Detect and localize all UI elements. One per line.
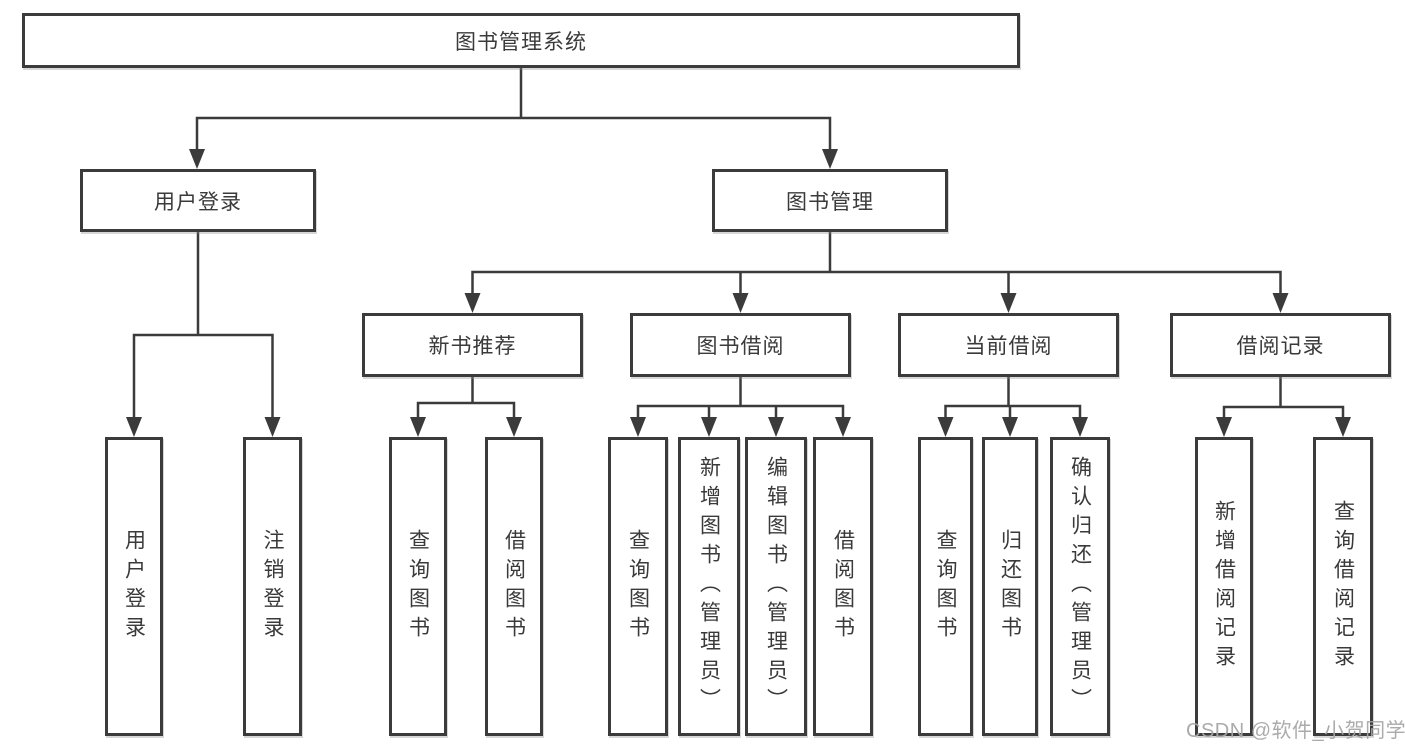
leaf-logout: 注销登录 — [243, 437, 302, 736]
arrowhead-icon — [1335, 417, 1351, 437]
leaf-query-books-3: 查询图书 — [918, 437, 973, 736]
node-label: 图书管理系统 — [455, 30, 587, 54]
arrowhead-icon — [1002, 417, 1018, 437]
arrowhead-icon — [937, 417, 954, 437]
leaf-borrow-books-2: 借阅图书 — [813, 437, 873, 736]
leaf-borrow-books-1: 借阅图书 — [485, 437, 543, 736]
arrowhead-icon — [126, 417, 142, 437]
leaf-label: 新增图书（管理员） — [697, 456, 721, 717]
connector-new-book-recommend-to-leaves — [410, 375, 522, 437]
node-new-book-recommend: 新书推荐 — [362, 313, 583, 377]
connector-current-borrow-to-leaves — [937, 375, 1088, 437]
connector-borrow-records-to-leaves — [1216, 375, 1351, 437]
node-borrow-records: 借阅记录 — [1170, 313, 1391, 377]
arrowhead-icon — [1000, 293, 1017, 313]
node-label: 图书管理 — [786, 190, 874, 214]
leaf-label: 确认归还（管理员） — [1068, 456, 1092, 717]
leaf-label: 编辑图书（管理员） — [764, 456, 788, 717]
node-label: 用户登录 — [154, 190, 242, 214]
leaf-add-borrow-record: 新增借阅记录 — [1195, 437, 1253, 736]
arrowhead-icon — [1272, 293, 1289, 313]
connector-root-to-level2 — [189, 66, 838, 169]
node-user-login: 用户登录 — [80, 169, 316, 232]
node-book-management: 图书管理 — [712, 169, 948, 232]
node-label: 图书借阅 — [696, 335, 785, 358]
leaf-label: 注销登录 — [261, 528, 284, 645]
leaf-confirm-return-admin: 确认归还（管理员） — [1050, 437, 1110, 736]
arrowhead-icon — [264, 417, 281, 437]
leaf-label: 查询借阅记录 — [1331, 499, 1355, 674]
arrowhead-icon — [768, 417, 784, 437]
leaf-label: 新增借阅记录 — [1212, 499, 1236, 674]
arrowhead-icon — [732, 293, 749, 313]
arrowhead-icon — [464, 293, 481, 313]
leaf-add-books-admin: 新增图书（管理员） — [678, 437, 740, 736]
arrowhead-icon — [189, 149, 205, 169]
leaf-label: 归还图书 — [998, 528, 1022, 645]
node-library-management-system: 图书管理系统 — [22, 13, 1020, 68]
leaf-query-books-2: 查询图书 — [608, 437, 668, 736]
node-label: 新书推荐 — [428, 335, 517, 358]
leaf-return-books: 归还图书 — [982, 437, 1038, 736]
connector-book-borrow-to-leaves — [630, 375, 851, 437]
leaf-label: 用户登录 — [122, 528, 146, 645]
arrowhead-icon — [835, 417, 851, 437]
leaf-label: 查询图书 — [934, 528, 957, 645]
csdn-watermark: CSDN @软件_小贺同学 — [1186, 720, 1405, 742]
connector-book-management-to-groups — [464, 230, 1289, 313]
leaf-user-login: 用户登录 — [105, 437, 163, 736]
leaf-query-borrow-record: 查询借阅记录 — [1313, 437, 1373, 736]
arrowhead-icon — [410, 417, 426, 437]
node-label: 当前借阅 — [964, 335, 1053, 358]
arrowhead-icon — [1216, 417, 1232, 437]
node-current-borrow: 当前借阅 — [898, 313, 1119, 377]
leaf-query-books-1: 查询图书 — [389, 437, 447, 736]
arrowhead-icon — [506, 417, 522, 437]
leaf-label: 借阅图书 — [502, 528, 526, 645]
arrowhead-icon — [1072, 417, 1088, 437]
node-book-borrow: 图书借阅 — [630, 313, 851, 377]
connector-user-login-to-leaves — [126, 230, 281, 437]
leaf-label: 查询图书 — [406, 528, 430, 645]
node-label: 借阅记录 — [1236, 335, 1325, 358]
leaf-edit-books-admin: 编辑图书（管理员） — [745, 437, 807, 736]
leaf-label: 借阅图书 — [831, 528, 855, 645]
arrowhead-icon — [701, 417, 717, 437]
arrowhead-icon — [822, 149, 838, 169]
arrowhead-icon — [630, 417, 646, 437]
leaf-label: 查询图书 — [626, 528, 650, 645]
